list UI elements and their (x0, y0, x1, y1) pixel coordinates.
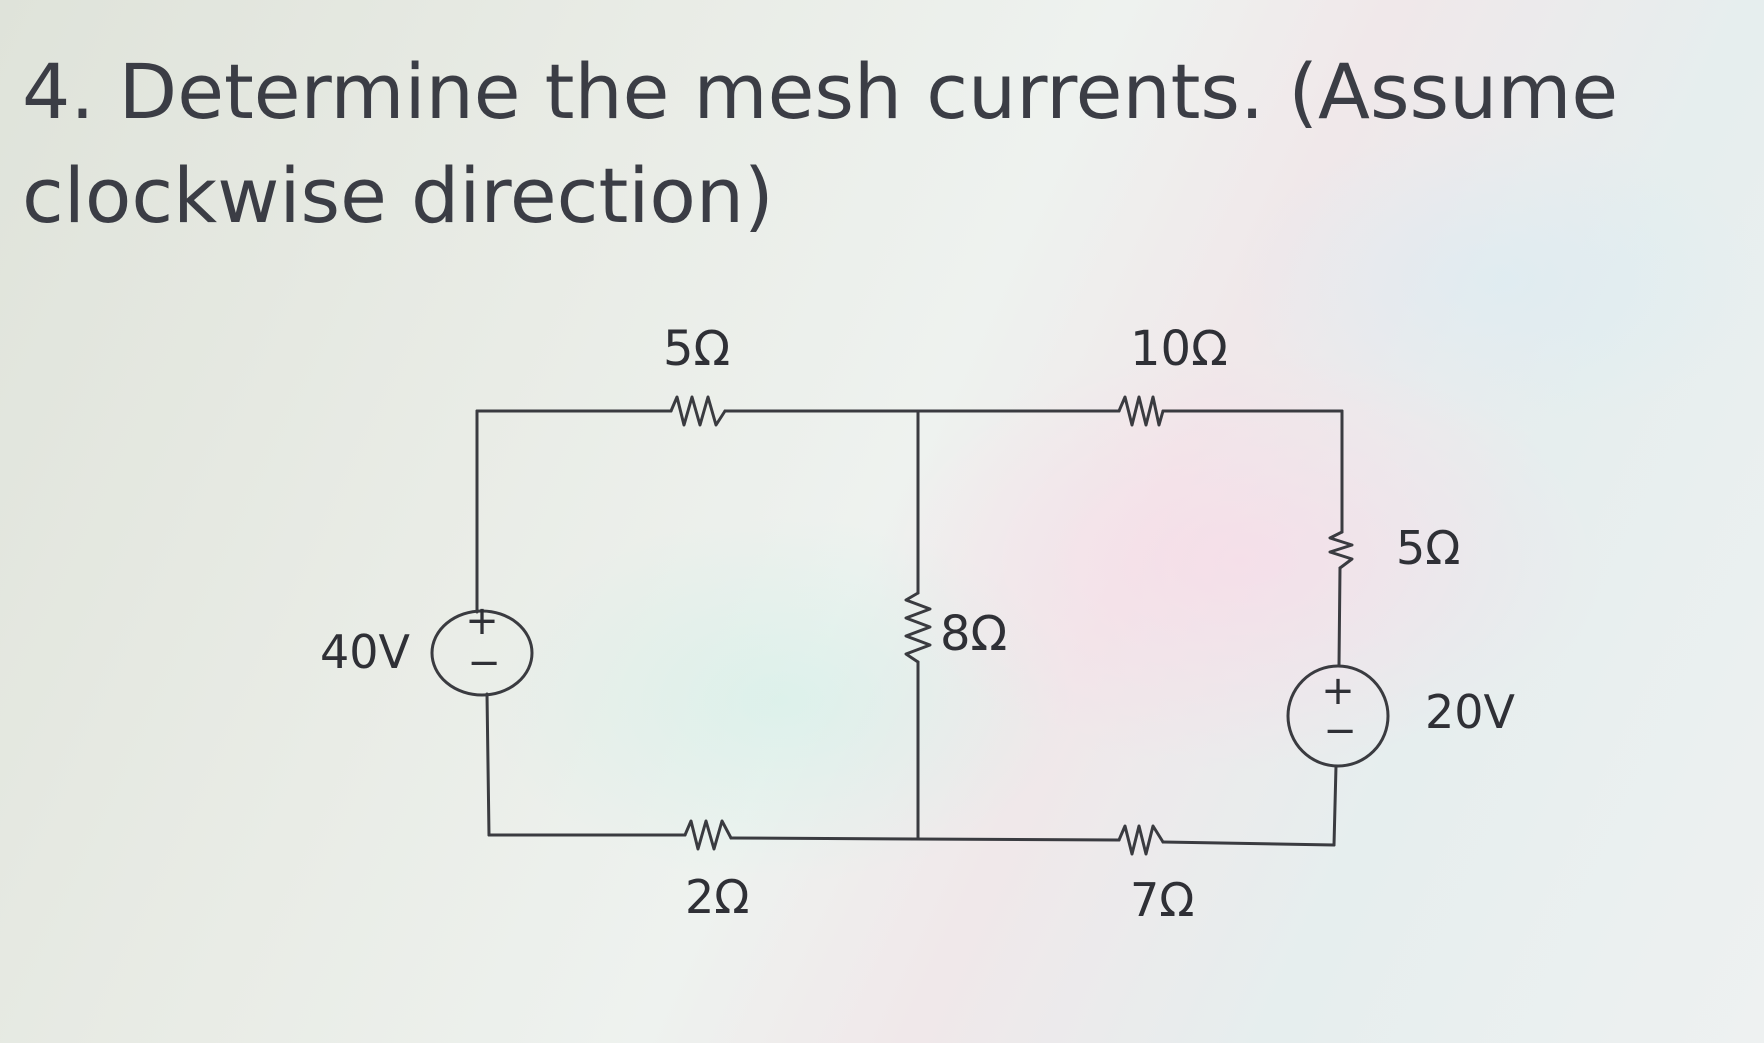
wire-bottom-mid (729, 836, 1121, 842)
resistor-bottom-left-label: 2Ω (685, 870, 749, 924)
resistor-top-left-label: 5Ω (663, 321, 730, 377)
resistor-right-symbol (1328, 530, 1354, 570)
wire-right-lower (1332, 764, 1338, 847)
resistor-top-right-symbol (1117, 395, 1165, 427)
source-20v-minus: − (1323, 708, 1357, 754)
resistor-top-right-label: 10Ω (1130, 321, 1228, 377)
problem-statement: 4. Determine the mesh currents. (Assume … (22, 47, 1619, 240)
wire-bottom-right (1161, 840, 1336, 847)
source-40v-label: 40V (320, 625, 411, 679)
wire-left-lower (485, 692, 491, 837)
voltage-source-40v (430, 609, 534, 697)
voltage-source-20v (1286, 664, 1390, 768)
source-40v-plus: + (465, 598, 499, 644)
resistor-bottom-left-symbol (683, 819, 733, 851)
resistor-bottom-right-label: 7Ω (1130, 873, 1194, 927)
resistor-bottom-right-symbol (1117, 824, 1165, 856)
wire-right-mid (1337, 566, 1342, 667)
resistor-top-left-symbol (669, 395, 727, 427)
source-20v-plus: + (1321, 668, 1355, 714)
resistor-right-label: 5Ω (1396, 521, 1460, 575)
source-40v-circle (430, 609, 534, 697)
source-20v-label: 20V (1425, 685, 1516, 739)
source-20v-circle (1286, 664, 1390, 768)
resistor-middle-label: 8Ω (940, 606, 1007, 662)
source-40v-minus: − (467, 640, 501, 686)
circuit-wires (475, 409, 1344, 847)
resistor-middle-symbol (904, 591, 932, 664)
